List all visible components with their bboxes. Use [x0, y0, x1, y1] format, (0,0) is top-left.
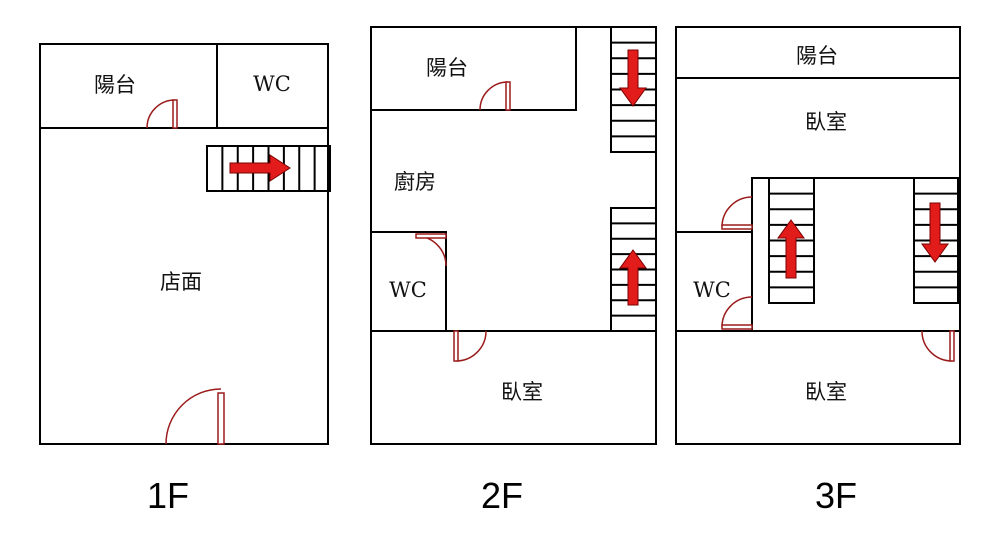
arrow-up-icon: [777, 219, 805, 279]
door-icon: [165, 388, 225, 445]
floor-3f-plan: 陽台 臥室 WC 臥室: [675, 26, 961, 445]
room-label-bedroom: 臥室: [805, 380, 847, 404]
outer-wall: [39, 43, 329, 445]
wall: [371, 27, 577, 111]
door-icon: [453, 330, 487, 362]
door-icon: [415, 233, 447, 267]
stair-hall-wall: [751, 177, 961, 332]
room-label-wc: WC: [389, 278, 427, 302]
room-label-shop: 店面: [160, 270, 202, 294]
floor-label-1f: 1F: [147, 475, 189, 516]
arrow-down-icon: [921, 202, 949, 263]
arrow-down-icon: [619, 49, 647, 107]
room-label-balcony: 陽台: [94, 73, 136, 97]
arrow-right-icon: [229, 154, 291, 182]
door-icon: [479, 81, 511, 111]
room-label-kitchen: 廚房: [394, 170, 436, 194]
staircase: [768, 177, 815, 304]
door-icon: [721, 196, 753, 230]
floor-2f-plan: 陽台 廚房 WC 臥室: [370, 26, 657, 445]
room-label-balcony: 陽台: [796, 44, 838, 68]
room-label-wc: WC: [693, 278, 731, 302]
floor-1f-plan: 陽台 WC 店面: [39, 43, 331, 445]
door-icon: [721, 296, 753, 330]
door-icon: [146, 99, 178, 129]
room-label-wc: WC: [253, 72, 291, 96]
floor-label-3f: 3F: [815, 475, 857, 516]
floor-label-2f: 2F: [481, 475, 523, 516]
staircase: [206, 145, 331, 192]
wall: [371, 231, 447, 331]
door-icon: [921, 330, 955, 362]
arrow-up-icon: [619, 249, 647, 306]
room-label-bedroom: 臥室: [501, 380, 543, 404]
room-label-balcony: 陽台: [426, 56, 468, 80]
room-label-bedroom: 臥室: [805, 110, 847, 134]
